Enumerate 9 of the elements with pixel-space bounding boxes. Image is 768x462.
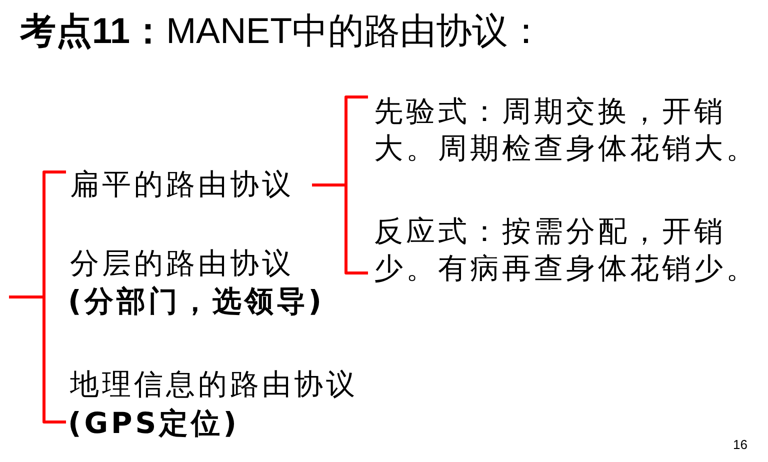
description-text: 反应式：按需分配，开销少。有病再查身体花销少。 (374, 213, 759, 287)
category-text: 地理信息的路由协议 (70, 366, 358, 402)
note-text: (分部门，选领导) (68, 283, 325, 319)
category-text: 扁平的路由协议 (70, 166, 294, 202)
slide-title: 考点11：MANET中的路由协议： (20, 9, 544, 53)
category-text: 分层的路由协议 (70, 245, 294, 281)
page-number: 16 (733, 437, 748, 453)
note-text: (GPS定位) (68, 405, 240, 441)
description-text: 先验式：周期交换，开销大。周期检查身体花销大。 (374, 93, 759, 167)
